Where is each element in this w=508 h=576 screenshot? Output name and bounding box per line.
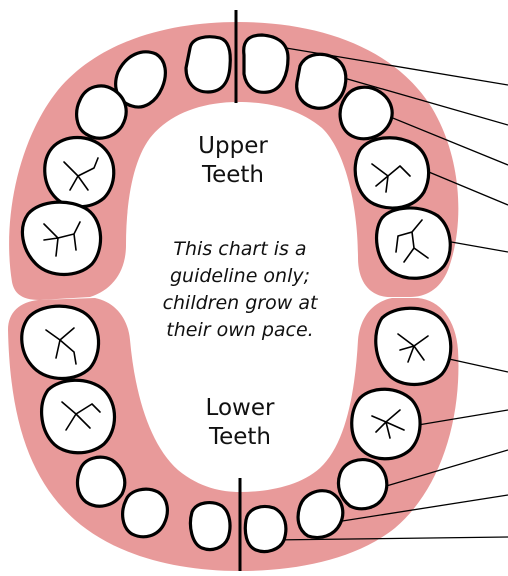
upper-left-first-molar <box>45 138 114 207</box>
lower-right-central-incisor <box>245 507 286 552</box>
upper-teeth-label: Upper Teeth <box>158 132 308 190</box>
guideline-note: This chart is a guideline only; children… <box>140 236 340 344</box>
lower-teeth-label: Lower Teeth <box>165 394 315 452</box>
lower-right-lateral-incisor <box>298 491 343 538</box>
lower-right-canine <box>338 460 386 509</box>
upper-right-lateral-incisor <box>297 54 346 108</box>
lower-left-lateral-incisor <box>123 489 168 537</box>
lower-left-central-incisor <box>190 503 230 550</box>
upper-left-canine <box>77 86 127 138</box>
upper-left-second-molar <box>22 202 100 274</box>
upper-left-central-incisor <box>186 37 230 92</box>
lower-left-canine <box>78 457 125 506</box>
upper-right-canine <box>340 87 392 139</box>
upper-right-central-incisor <box>244 35 288 92</box>
